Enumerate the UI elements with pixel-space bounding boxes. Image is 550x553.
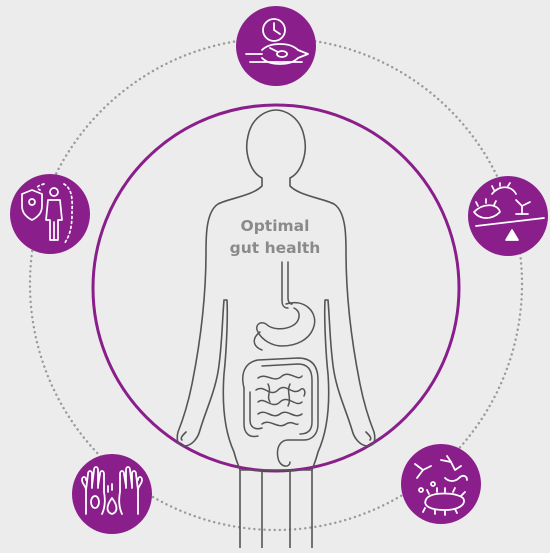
clock-digestion-icon bbox=[236, 6, 316, 86]
center-label-line1: Optimal bbox=[175, 216, 375, 236]
digestive-tract bbox=[243, 262, 318, 466]
bacteria-cluster-icon bbox=[401, 444, 481, 524]
center-label-line2: gut health bbox=[175, 238, 375, 258]
hands-icon bbox=[72, 454, 152, 534]
immune-shield-body-icon bbox=[10, 174, 90, 254]
microbe-balance-icon bbox=[468, 176, 548, 256]
